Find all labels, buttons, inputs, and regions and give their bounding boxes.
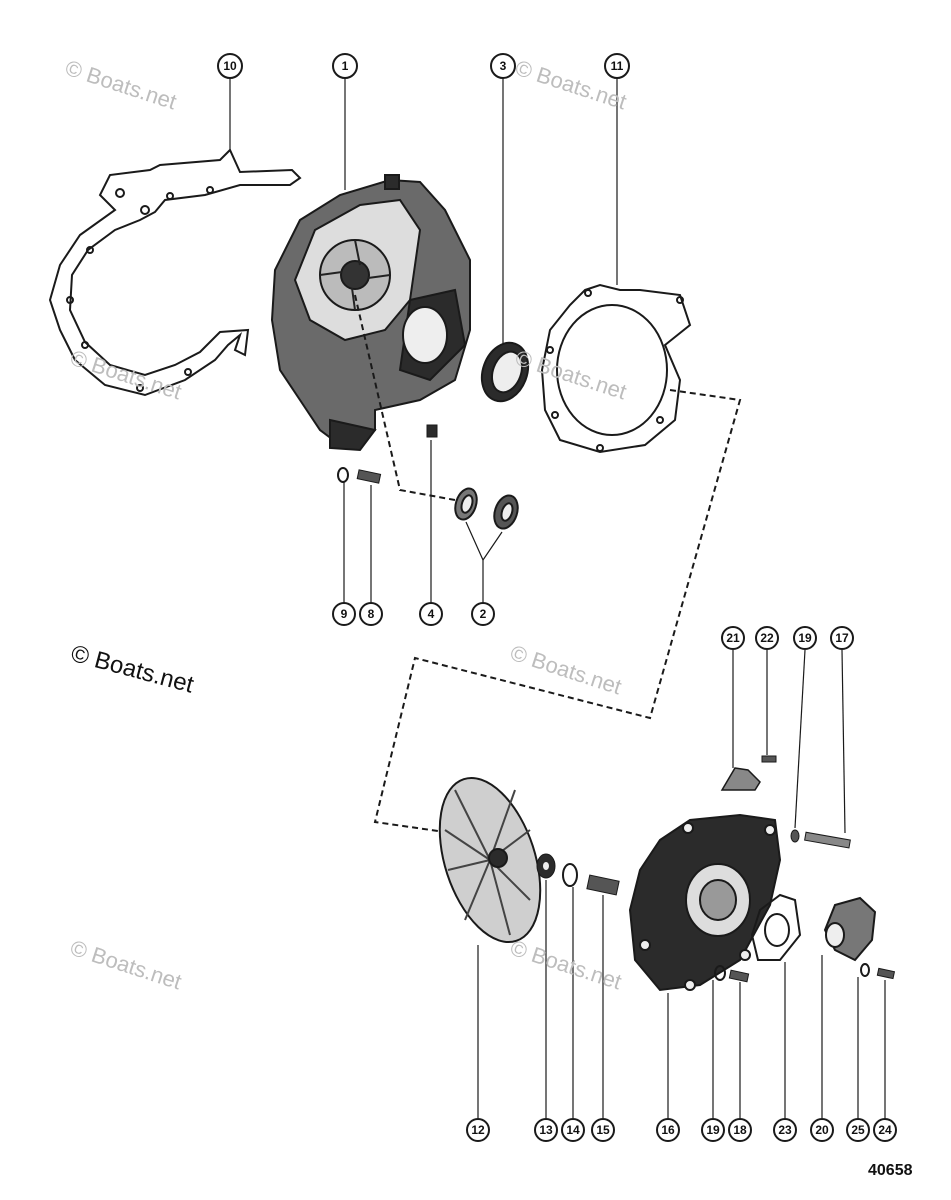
callout-2: 2 [471, 602, 495, 626]
callout-8: 8 [359, 602, 383, 626]
callout-15: 15 [591, 1118, 615, 1142]
svg-text:9: 9 [341, 607, 348, 621]
svg-text:17: 17 [835, 631, 849, 645]
callout-16: 16 [656, 1118, 680, 1142]
svg-text:3: 3 [500, 59, 507, 73]
gasket-23 [750, 893, 802, 961]
callout-1: 1 [332, 53, 358, 79]
svg-text:1: 1 [342, 59, 349, 73]
seal-3 [480, 341, 530, 403]
bolt-8 [356, 469, 382, 484]
svg-text:21: 21 [726, 631, 740, 645]
plug-4 [426, 424, 438, 438]
callout-25: 25 [846, 1118, 870, 1142]
svg-text:10: 10 [223, 59, 237, 73]
callout-12: 12 [466, 1118, 490, 1142]
impeller-12 [438, 776, 542, 944]
svg-text:15: 15 [596, 1123, 610, 1137]
leader-lines-top [229, 78, 618, 603]
bolt-24 [876, 967, 896, 980]
leader-lines-bottom [477, 649, 886, 1118]
figure-number: 40658 [868, 1162, 913, 1179]
svg-text:22: 22 [760, 631, 774, 645]
callout-20: 20 [810, 1118, 834, 1142]
bolt-18 [728, 969, 750, 983]
svg-text:4: 4 [428, 607, 435, 621]
svg-text:20: 20 [815, 1123, 829, 1137]
callout-11: 11 [604, 53, 630, 79]
svg-text:11: 11 [611, 59, 624, 73]
svg-text:2: 2 [480, 607, 487, 621]
gasket-10 [48, 148, 302, 397]
washer-25 [860, 963, 870, 977]
callout-13: 13 [534, 1118, 558, 1142]
callout-24: 24 [873, 1118, 897, 1142]
housing-1 [270, 174, 471, 452]
callout-9: 9 [332, 602, 356, 626]
svg-text:19: 19 [706, 1123, 720, 1137]
svg-text:24: 24 [878, 1123, 892, 1137]
cover-16 [628, 813, 782, 992]
callout-14: 14 [561, 1118, 585, 1142]
bolt-15 [586, 874, 620, 896]
svg-text:18: 18 [733, 1123, 747, 1137]
callouts: 10 1 3 11 9 8 4 2 21 22 19 17 12 13 [217, 53, 897, 1142]
svg-text:14: 14 [566, 1123, 580, 1137]
svg-text:16: 16 [661, 1123, 675, 1137]
bolt-17 [804, 831, 851, 849]
svg-text:23: 23 [778, 1123, 792, 1137]
washer-9 [337, 467, 349, 483]
callout-4: 4 [419, 602, 443, 626]
callout-23: 23 [773, 1118, 797, 1142]
svg-text:12: 12 [471, 1123, 485, 1137]
callout-19-lower: 19 [701, 1118, 725, 1142]
assembly-dashed-lines [354, 294, 742, 833]
gasket-11 [540, 283, 692, 454]
svg-text:19: 19 [798, 631, 812, 645]
callout-3: 3 [490, 53, 516, 79]
washer-19-upper [790, 829, 800, 843]
washer-19-lower [714, 965, 726, 981]
callout-18: 18 [728, 1118, 752, 1142]
elbow-20 [823, 896, 877, 962]
screw-22 [761, 755, 777, 763]
callout-19-upper: 19 [793, 626, 817, 650]
seals-2 [454, 487, 519, 530]
svg-text:8: 8 [368, 607, 375, 621]
svg-text:13: 13 [539, 1123, 553, 1137]
callout-17: 17 [830, 626, 854, 650]
bracket-21 [720, 767, 761, 791]
callout-21: 21 [721, 626, 745, 650]
svg-text:25: 25 [851, 1123, 865, 1137]
callout-22: 22 [755, 626, 779, 650]
nut-13 [536, 853, 556, 879]
callout-10: 10 [217, 53, 243, 79]
washer-14 [562, 863, 578, 887]
